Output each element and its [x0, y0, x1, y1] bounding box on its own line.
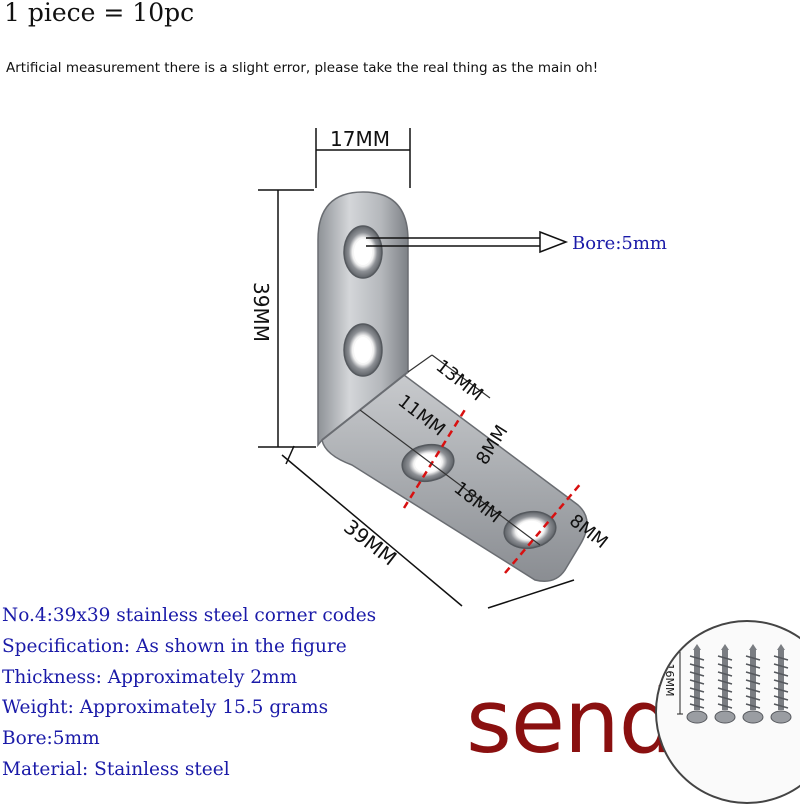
spec-list: No.4:39x39 stainless steel corner codes … [2, 601, 376, 786]
spec-thickness: Thickness: Approximately 2mm [2, 666, 298, 688]
screws-illustration: 16MM [663, 644, 792, 724]
spec-model: No.4:39x39 stainless steel corner codes [2, 605, 377, 626]
send-label: send [466, 670, 675, 773]
dimension-top-width [315, 128, 411, 188]
page-title: 1 piece = 10pc [4, 0, 195, 27]
screw-icon [686, 644, 708, 724]
bracket-diagram: 17MM Bore:5mm 39MM 13MM 11MM 8MM 18MM 8M… [249, 127, 667, 609]
screw-icon [714, 644, 736, 724]
spec-weight: Weight: Approximately 15.5 grams [2, 697, 329, 719]
screws-image: 16MM [655, 620, 800, 804]
label-length: 39MM [339, 515, 401, 571]
label-bore-callout: Bore:5mm [572, 233, 667, 254]
dashed-line-right [504, 481, 583, 574]
dashed-line-left [402, 407, 468, 509]
dimension-length [281, 445, 575, 609]
label-height: 39MM [249, 282, 273, 342]
label-hole-spacing: 13MM [432, 356, 487, 406]
dimension-height [258, 189, 316, 448]
label-screw-length: 16MM [663, 664, 676, 697]
spec-material: Material: Stainless steel [2, 758, 230, 780]
spec-specification: Specification: As shown in the figure [2, 635, 347, 657]
bracket-vertical-leg [317, 191, 409, 448]
screw-icon [770, 644, 792, 724]
screw-length-dimension [677, 646, 683, 715]
label-top-width: 17MM [330, 127, 390, 151]
screw-icons [686, 644, 792, 724]
spec-bore: Bore:5mm [2, 728, 100, 750]
measurement-notice: Artificial measurement there is a slight… [6, 60, 599, 76]
screw-icon [742, 644, 764, 724]
bore-callout-arrow [366, 230, 569, 254]
